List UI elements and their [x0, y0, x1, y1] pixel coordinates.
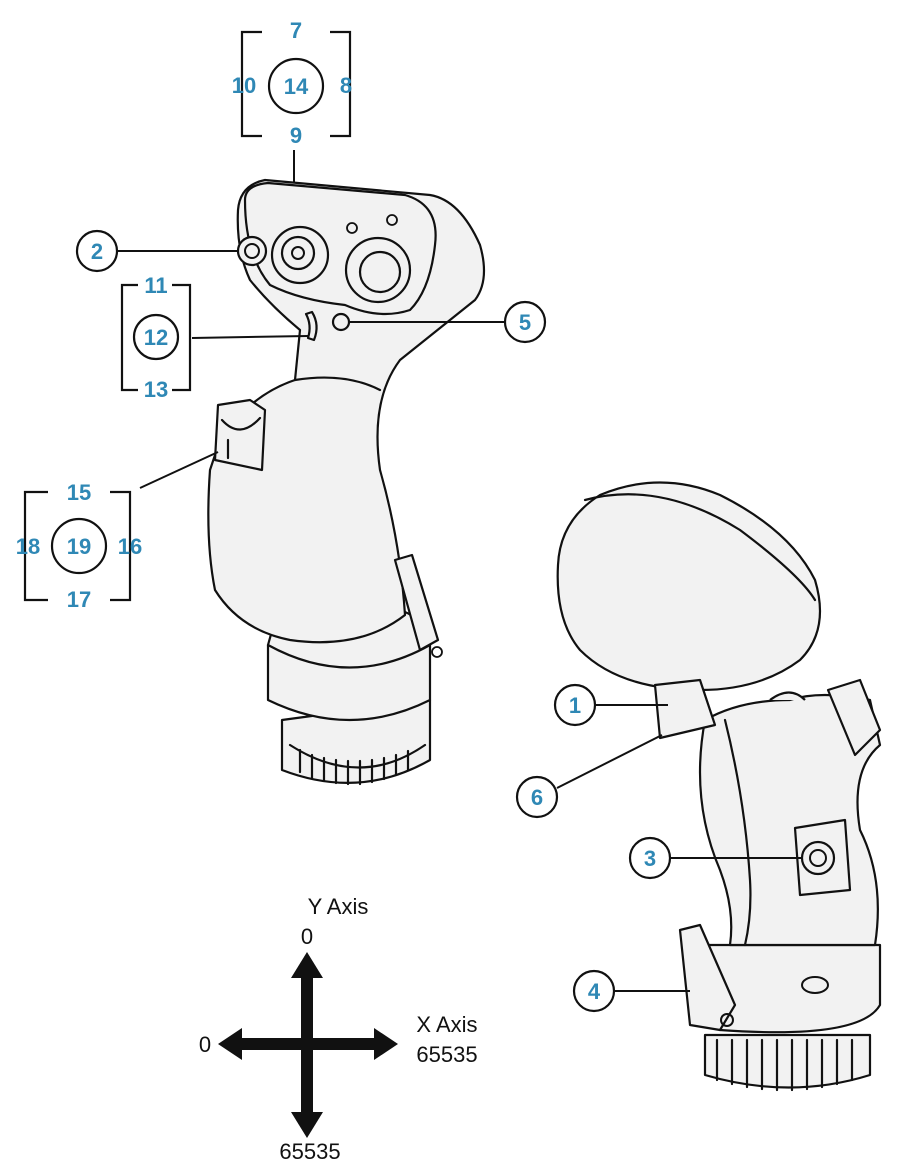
hat-top-left-label: 10	[232, 73, 256, 98]
back-base-knurl	[703, 1033, 872, 1089]
axis-diagram: Y Axis 0 65535 X Axis 65535 0	[199, 894, 478, 1164]
hat-top-right-label: 8	[340, 73, 352, 98]
bracket-left	[240, 30, 262, 138]
x-axis-label: X Axis	[416, 1012, 477, 1037]
rocker-down-label: 13	[144, 377, 168, 402]
back-top-button	[826, 678, 882, 757]
button-2-shape	[236, 235, 268, 267]
hat-top-center-circle	[267, 57, 325, 115]
x-axis-arrow-right	[374, 1028, 398, 1060]
rocker-shape	[304, 310, 318, 342]
y-axis-arrow-down	[291, 1112, 323, 1138]
y-axis-label: Y Axis	[308, 894, 369, 919]
callout-2: 2	[75, 229, 238, 273]
hat-bottom-center-label: 19	[67, 534, 91, 559]
hat-top-down-label: 9	[290, 123, 302, 148]
back-neck	[653, 678, 717, 740]
back-collar	[698, 943, 882, 1034]
callout-3-label: 3	[644, 846, 656, 871]
callout-5-label: 5	[519, 310, 531, 335]
back-head	[556, 481, 822, 692]
y-axis-arrow-up	[291, 952, 323, 978]
x-axis-shaft	[238, 1038, 378, 1050]
callout-4-label: 4	[588, 979, 601, 1004]
grip-base-knurl	[288, 743, 427, 786]
rocker-center-label: 12	[144, 325, 168, 350]
top-hat-diagram: 7 8 9 10 14	[232, 18, 352, 245]
grip-trigger-side	[393, 553, 440, 652]
hat-top-up-label: 7	[290, 18, 302, 43]
hat-bottom-down-label: 17	[67, 587, 91, 612]
bracket-right	[330, 30, 352, 138]
thumb-hat-shape	[213, 398, 267, 472]
callout-4: 4	[572, 969, 690, 1013]
callout-1: 1	[553, 683, 668, 727]
callout-5: 5	[349, 300, 547, 344]
hat-bottom-up-label: 15	[67, 480, 91, 505]
bottom-hat-diagram: 15 16 17 18 19	[16, 451, 219, 612]
hat-top-center-label: 14	[284, 74, 309, 99]
callout-6-label: 6	[531, 785, 543, 810]
rocker-up-label: 11	[144, 273, 167, 298]
back-trigger	[678, 923, 737, 1032]
callout-1-label: 1	[569, 693, 581, 718]
callout-2-label: 2	[91, 239, 103, 264]
callout-3: 3	[628, 836, 802, 880]
x-axis-max: 65535	[416, 1042, 477, 1067]
rocker-diagram: 11 12 13	[120, 273, 309, 402]
y-axis-max: 65535	[279, 1139, 340, 1164]
hat-bottom-right-label: 16	[118, 534, 142, 559]
hat-bottom-left-label: 18	[16, 534, 40, 559]
x-axis-arrow-left	[218, 1028, 242, 1060]
joystick-grip-front	[207, 178, 486, 786]
button-5-shape	[331, 312, 351, 332]
y-axis-min: 0	[301, 924, 313, 949]
x-axis-min: 0	[199, 1032, 211, 1057]
hat-switch-knob	[280, 235, 316, 271]
joystick-grip-back	[556, 481, 882, 1092]
callout-6: 6	[515, 734, 663, 819]
